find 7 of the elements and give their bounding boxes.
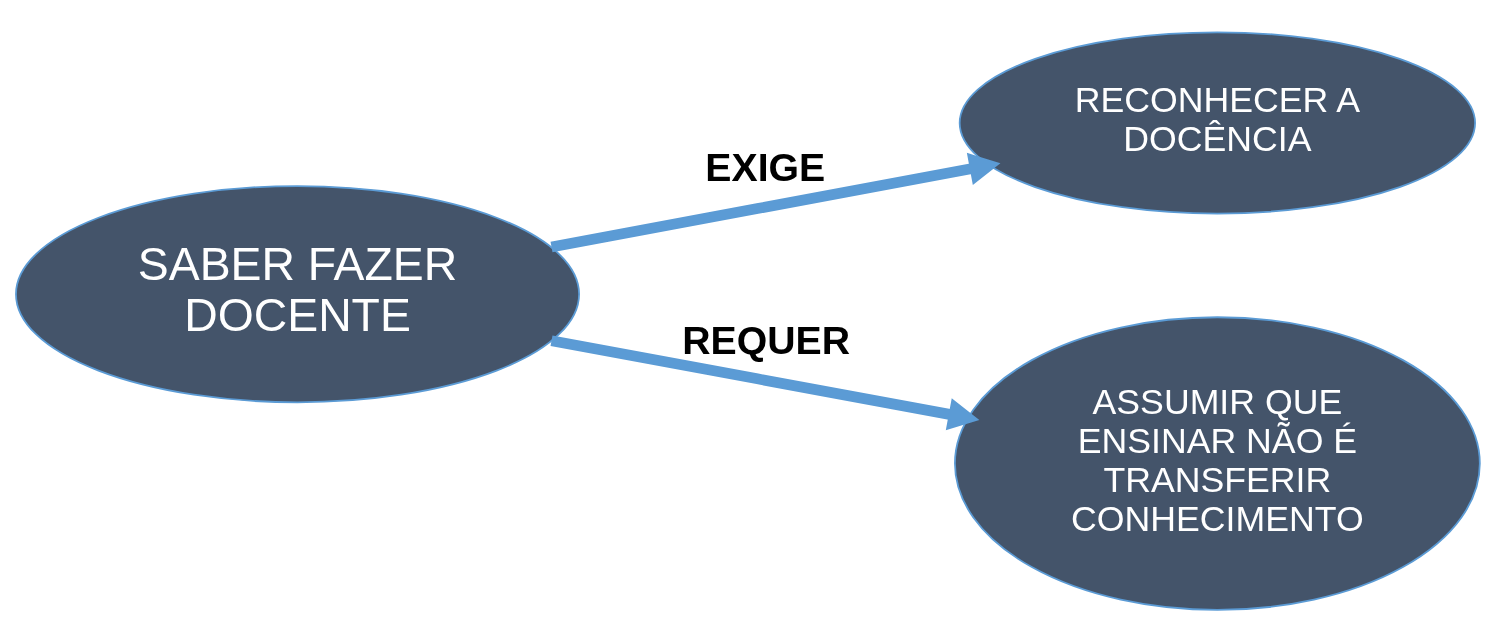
arrow (550, 152, 1001, 253)
edge-label: EXIGE (705, 145, 826, 190)
node-ellipse: ASSUMIR QUE ENSINAR NÃO É TRANSFERIR CONHECIMENTO (954, 316, 1481, 611)
node-ellipse: SABER FAZER DOCENTE (15, 185, 580, 404)
edge-label: REQUER (682, 318, 850, 363)
node-ellipse: RECONHECER A DOCÊNCIA (958, 31, 1476, 215)
arrow (550, 335, 980, 431)
